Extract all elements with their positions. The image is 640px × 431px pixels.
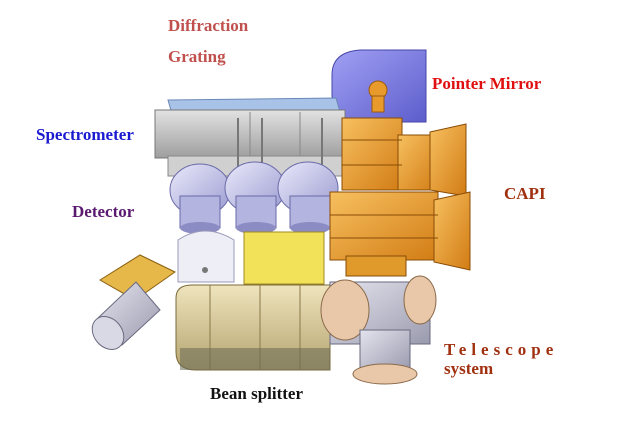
capi-assembly bbox=[329, 117, 471, 277]
beam-splitter-label: Bean splitter bbox=[210, 384, 304, 403]
side-tube bbox=[91, 254, 176, 350]
grating-label: Grating bbox=[168, 47, 226, 66]
spectrometer-label: Spectrometer bbox=[36, 125, 134, 144]
telescope-label: Telescope bbox=[444, 340, 559, 359]
detector-label: Detector bbox=[72, 202, 135, 221]
beam-splitter-unit bbox=[175, 284, 331, 371]
electronics-box bbox=[243, 231, 325, 285]
lower-optics bbox=[177, 230, 235, 283]
diffraction-label: Diffraction bbox=[168, 16, 249, 35]
capi-label: CAPI bbox=[504, 184, 546, 203]
pointer-mirror-housing bbox=[331, 49, 427, 123]
spectrometer-body bbox=[154, 97, 347, 178]
pointer-mirror-label: Pointer Mirror bbox=[432, 74, 542, 93]
telescope-system-label: system bbox=[444, 359, 494, 378]
detector-array bbox=[169, 161, 339, 234]
telescope-unit bbox=[320, 275, 437, 385]
